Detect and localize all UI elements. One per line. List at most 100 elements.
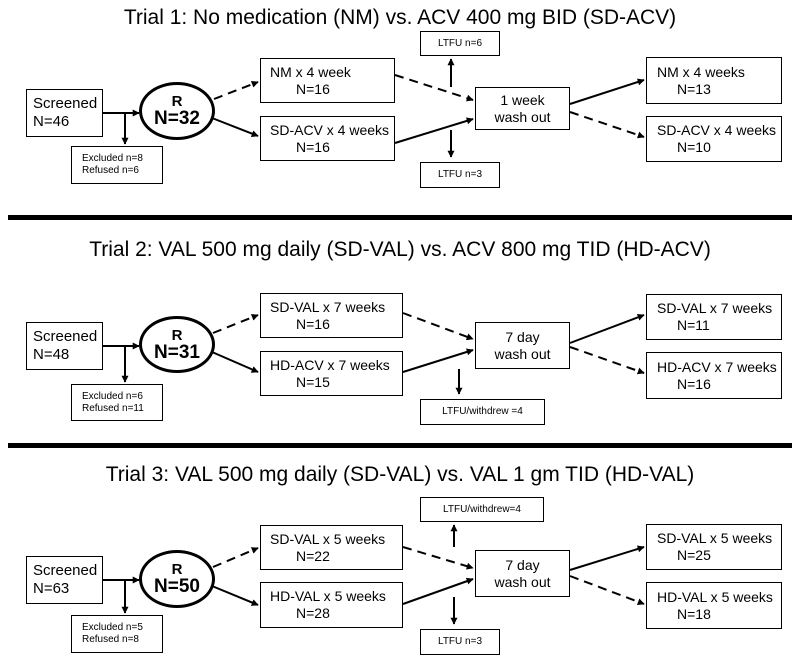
t2-result-b-label: HD-ACV x 7 weeks <box>657 358 777 375</box>
t2-result-b-count: N=16 <box>677 375 711 392</box>
t2-r-to-arm-b-arrow <box>211 351 259 373</box>
t2-washout-label: wash out <box>494 345 551 362</box>
t1-randomization-label: R <box>171 93 183 110</box>
t3-randomized-count: N=50 <box>154 576 200 597</box>
t1-washout-label: wash out <box>494 108 551 125</box>
t3-randomization-circle: R N=50 <box>139 550 215 608</box>
t2-arm-b-box: HD-ACV x 7 weeks N=15 <box>260 351 403 396</box>
t2-arm-b-label: HD-ACV x 7 weeks <box>270 356 390 373</box>
t1-washout-box: 1 week wash out <box>475 87 570 130</box>
t2-washout-to-result-b-arrow <box>569 346 645 375</box>
t3-ltfu-bottom-box: LTFU n=3 <box>420 629 500 655</box>
t2-arm-a-box: SD-VAL x 7 weeks N=16 <box>260 293 403 338</box>
trial-3-title: Trial 3: VAL 500 mg daily (SD-VAL) vs. V… <box>105 463 695 486</box>
t3-screened-count: N=63 <box>33 580 70 597</box>
t1-ltfu-top-label: LTFU n=6 <box>438 37 482 49</box>
t1-screened-label: Screened <box>33 95 98 112</box>
t2-washout-box: 7 day wash out <box>475 322 570 369</box>
t3-ltfu-top-label: LTFU/withdrew=4 <box>443 503 521 515</box>
t3-washout-box: 7 day wash out <box>475 550 570 597</box>
t3-arm-b-label: HD-VAL x 5 weeks <box>270 588 386 605</box>
t3-result-b-label: HD-VAL x 5 weeks <box>657 588 773 605</box>
trial-1-title: Trial 1: No medication (NM) vs. ACV 400 … <box>123 6 677 29</box>
t3-washout-to-result-a-arrow <box>569 545 645 571</box>
t1-result-a-label: NM x 4 weeks <box>657 63 745 80</box>
t2-arm-b-count: N=15 <box>296 373 330 390</box>
section-divider-2 <box>8 443 792 448</box>
t2-arm-a-count: N=16 <box>296 315 330 332</box>
t2-screened-label: Screened <box>33 328 98 345</box>
t1-ltfu-top-box: LTFU n=6 <box>420 31 500 56</box>
t1-washout-to-result-b-arrow <box>569 111 645 139</box>
t1-washout-duration: 1 week <box>500 91 545 108</box>
t1-arm-a-box: NM x 4 week N=16 <box>260 58 395 103</box>
t2-ltfu-bottom-label: LTFU/withdrew =4 <box>442 406 523 417</box>
t2-r-to-arm-a-arrow <box>212 314 259 334</box>
t2-arm-a-label: SD-VAL x 7 weeks <box>270 298 386 315</box>
t1-randomization-circle: R N=32 <box>139 82 215 140</box>
t3-result-a-box: SD-VAL x 5 weeks N=25 <box>646 524 782 570</box>
t3-result-a-label: SD-VAL x 5 weeks <box>657 530 773 547</box>
t2-result-a-box: SD-VAL x 7 weeks N=11 <box>646 294 782 340</box>
t2-randomization-label: R <box>171 326 183 344</box>
t3-arm-a-count: N=22 <box>296 547 330 564</box>
t1-result-a-count: N=13 <box>677 80 711 97</box>
t1-result-b-count: N=10 <box>677 139 711 155</box>
t3-r-to-arm-b-arrow <box>211 585 259 606</box>
t2-randomization-circle: R N=31 <box>139 316 215 373</box>
t3-washout-label: wash out <box>494 573 551 590</box>
t3-arm-a-to-washout-arrow <box>402 546 474 570</box>
section-divider-1 <box>8 215 792 220</box>
t2-refused-count: Refused n=11 <box>82 402 144 414</box>
t1-excluded-box: Excluded n=8 Refused n=6 <box>71 146 163 184</box>
t3-result-a-count: N=25 <box>677 547 711 563</box>
t1-arm-a-label: NM x 4 week <box>270 63 351 80</box>
t1-screened-count: N=46 <box>33 113 70 130</box>
t1-arm-a-to-washout-arrow <box>394 74 474 102</box>
t3-arm-b-box: HD-VAL x 5 weeks N=28 <box>260 582 403 628</box>
t2-randomized-count: N=31 <box>154 341 200 363</box>
t3-screened-label: Screened <box>33 562 98 579</box>
t1-arm-b-to-washout-arrow <box>394 117 474 144</box>
t3-result-b-count: N=18 <box>677 605 711 622</box>
t3-r-to-arm-a-arrow <box>212 547 259 568</box>
t3-arm-a-label: SD-VAL x 5 weeks <box>270 530 386 547</box>
t1-result-b-label: SD-ACV x 4 weeks <box>657 122 777 139</box>
t2-result-b-box: HD-ACV x 7 weeks N=16 <box>646 352 782 399</box>
t1-arm-b-label: SD-ACV x 4 weeks <box>270 121 390 138</box>
t1-ltfu-bottom-label: LTFU n=3 <box>438 169 482 180</box>
t3-excluded-count: Excluded n=5 <box>82 622 143 633</box>
t3-refused-count: Refused n=8 <box>82 634 139 645</box>
t1-arm-a-count: N=16 <box>296 80 330 97</box>
t3-ltfu-bottom-label: LTFU n=3 <box>438 636 482 647</box>
t2-excluded-box: Excluded n=6 Refused n=11 <box>71 384 163 421</box>
t1-r-to-arm-a-arrow <box>213 81 259 100</box>
t1-refused-count: Refused n=6 <box>82 165 139 176</box>
t2-arm-b-to-washout-arrow <box>402 348 474 373</box>
trial-2-title: Trial 2: VAL 500 mg daily (SD-VAL) vs. A… <box>89 238 711 261</box>
t1-ltfu-bottom-box: LTFU n=3 <box>420 162 500 188</box>
t1-result-a-box: NM x 4 weeks N=13 <box>646 57 782 104</box>
t1-r-to-arm-b-arrow <box>211 117 259 137</box>
t3-arm-b-count: N=28 <box>296 605 330 621</box>
t1-screened-box: Screened N=46 <box>26 89 103 137</box>
t1-result-b-box: SD-ACV x 4 weeks N=10 <box>646 116 782 162</box>
t2-ltfu-bottom-box: LTFU/withdrew =4 <box>420 399 545 425</box>
t1-arm-b-count: N=16 <box>296 138 330 155</box>
t3-result-b-box: HD-VAL x 5 weeks N=18 <box>646 582 782 629</box>
t2-arm-a-to-washout-arrow <box>402 312 474 341</box>
t2-result-a-label: SD-VAL x 7 weeks <box>657 300 773 317</box>
t2-screened-box: Screened N=48 <box>26 322 103 370</box>
t3-excluded-box: Excluded n=5 Refused n=8 <box>71 615 163 653</box>
t2-excluded-count: Excluded n=6 <box>82 390 143 402</box>
t1-arm-b-box: SD-ACV x 4 weeks N=16 <box>260 116 395 161</box>
t3-ltfu-top-box: LTFU/withdrew=4 <box>420 497 544 522</box>
t3-screened-box: Screened N=63 <box>26 556 103 604</box>
t1-washout-to-result-a-arrow <box>569 78 645 105</box>
t3-arm-a-box: SD-VAL x 5 weeks N=22 <box>260 525 403 570</box>
t2-result-a-count: N=11 <box>677 317 710 333</box>
t1-excluded-count: Excluded n=8 <box>82 153 143 164</box>
t3-washout-to-result-b-arrow <box>569 575 645 606</box>
